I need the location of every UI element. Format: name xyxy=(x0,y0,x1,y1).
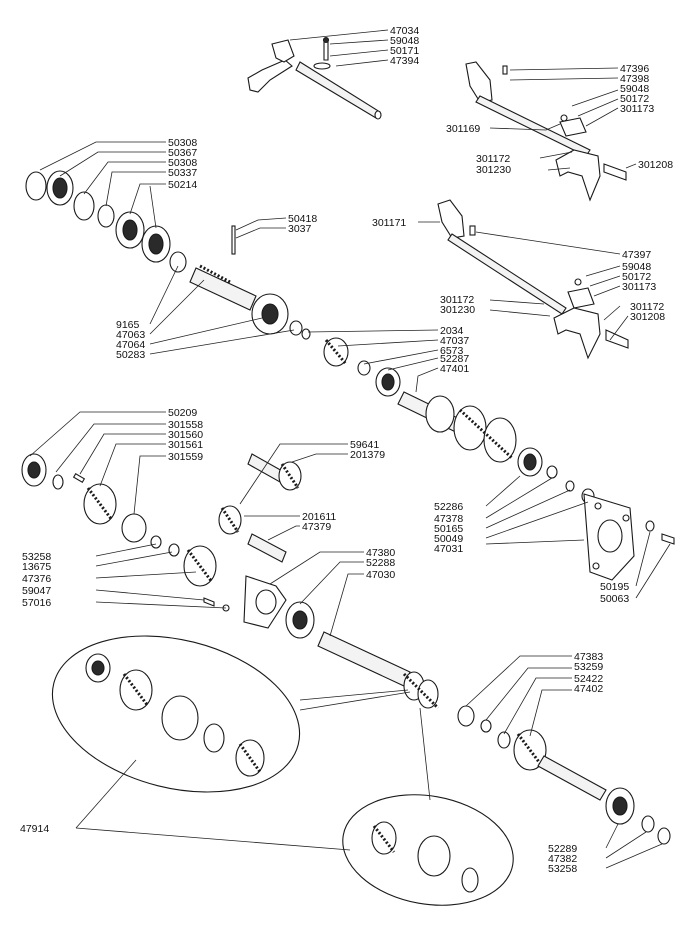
main-output-shaft xyxy=(317,631,671,845)
label-47063: 47063 xyxy=(116,329,145,341)
synchronizer-kit-callouts xyxy=(51,635,514,906)
label-47396: 47396 xyxy=(620,63,649,75)
label-201379: 201379 xyxy=(350,449,385,461)
label-59047: 59047 xyxy=(22,585,51,597)
leader-lines xyxy=(29,29,671,869)
label-301171: 301171 xyxy=(372,217,406,229)
label-47064: 47064 xyxy=(116,339,145,351)
label-52287: 52287 xyxy=(440,353,469,365)
label-9165: 9165 xyxy=(116,319,140,331)
label-301560: 301560 xyxy=(168,429,203,441)
label-47397: 47397 xyxy=(622,249,651,261)
label-50209: 50209 xyxy=(168,407,197,419)
label-47380: 47380 xyxy=(366,547,395,559)
label-301172: 301172 xyxy=(630,301,664,313)
label-50063: 50063 xyxy=(600,593,629,605)
label-50418: 50418 xyxy=(288,213,317,225)
label-53258: 53258 xyxy=(548,863,577,875)
label-301169: 301169 xyxy=(446,123,480,135)
label-2034: 2034 xyxy=(440,325,464,337)
label-301172: 301172 xyxy=(476,153,510,165)
label-47402: 47402 xyxy=(574,683,603,695)
label-57016: 57016 xyxy=(22,597,51,609)
input-shaft-bearing-group xyxy=(25,170,187,273)
part-number-labels: 47034 59048 50171 47394 47396 47398 5904… xyxy=(20,25,673,875)
label-301559: 301559 xyxy=(168,451,203,463)
end-cover-plate xyxy=(583,493,675,581)
label-50308: 50308 xyxy=(168,157,197,169)
label-50214: 50214 xyxy=(168,179,197,191)
label-50308: 50308 xyxy=(168,137,197,149)
front-bearing-plate xyxy=(203,575,315,639)
shift-fork-assembly-upper xyxy=(465,61,627,202)
label-201611: 201611 xyxy=(302,511,336,523)
label-47394: 47394 xyxy=(390,55,419,67)
label-47034: 47034 xyxy=(390,25,419,37)
label-301208: 301208 xyxy=(638,159,673,171)
label-59048: 59048 xyxy=(390,35,419,47)
label-52289: 52289 xyxy=(548,843,577,855)
label-50172: 50172 xyxy=(620,93,649,105)
label-47031: 47031 xyxy=(434,543,463,555)
label-301230: 301230 xyxy=(440,304,475,316)
label-50337: 50337 xyxy=(168,167,197,179)
shift-lever-assembly xyxy=(247,36,382,120)
label-3037: 3037 xyxy=(288,223,312,235)
label-47376: 47376 xyxy=(22,573,51,585)
label-47382: 47382 xyxy=(548,853,577,865)
label-47037: 47037 xyxy=(440,335,469,347)
label-50172: 50172 xyxy=(622,271,651,283)
label-50165: 50165 xyxy=(434,523,463,535)
label-301208: 301208 xyxy=(630,311,665,323)
label-47383: 47383 xyxy=(574,651,603,663)
label-59048: 59048 xyxy=(622,261,651,273)
label-52422: 52422 xyxy=(574,673,603,685)
label-50283: 50283 xyxy=(116,349,145,361)
label-6573: 6573 xyxy=(440,345,464,357)
label-13675: 13675 xyxy=(22,561,51,573)
label-53258: 53258 xyxy=(22,551,51,563)
label-301173: 301173 xyxy=(622,281,656,293)
shift-fork-assembly-lower xyxy=(437,199,629,360)
label-301558: 301558 xyxy=(168,419,203,431)
label-59641: 59641 xyxy=(350,439,379,451)
label-301561: 301561 xyxy=(168,439,203,451)
label-52286: 52286 xyxy=(434,501,463,513)
label-47030: 47030 xyxy=(366,569,395,581)
label-50049: 50049 xyxy=(434,533,463,545)
label-47914: 47914 xyxy=(20,823,49,835)
label-50171: 50171 xyxy=(390,45,419,57)
reverse-idler-group xyxy=(218,453,302,563)
label-47398: 47398 xyxy=(620,73,649,85)
label-301173: 301173 xyxy=(620,103,654,115)
label-53259: 53259 xyxy=(574,661,603,673)
label-47379: 47379 xyxy=(302,521,331,533)
label-301172: 301172 xyxy=(440,294,474,306)
label-47378: 47378 xyxy=(434,513,463,525)
label-301230: 301230 xyxy=(476,164,511,176)
label-50367: 50367 xyxy=(168,147,197,159)
label-59048: 59048 xyxy=(620,83,649,95)
label-50195: 50195 xyxy=(600,581,629,593)
input-shaft xyxy=(189,225,311,340)
mainshaft-gear-stack xyxy=(323,337,595,504)
label-47401: 47401 xyxy=(440,363,469,375)
label-52288: 52288 xyxy=(366,557,395,569)
